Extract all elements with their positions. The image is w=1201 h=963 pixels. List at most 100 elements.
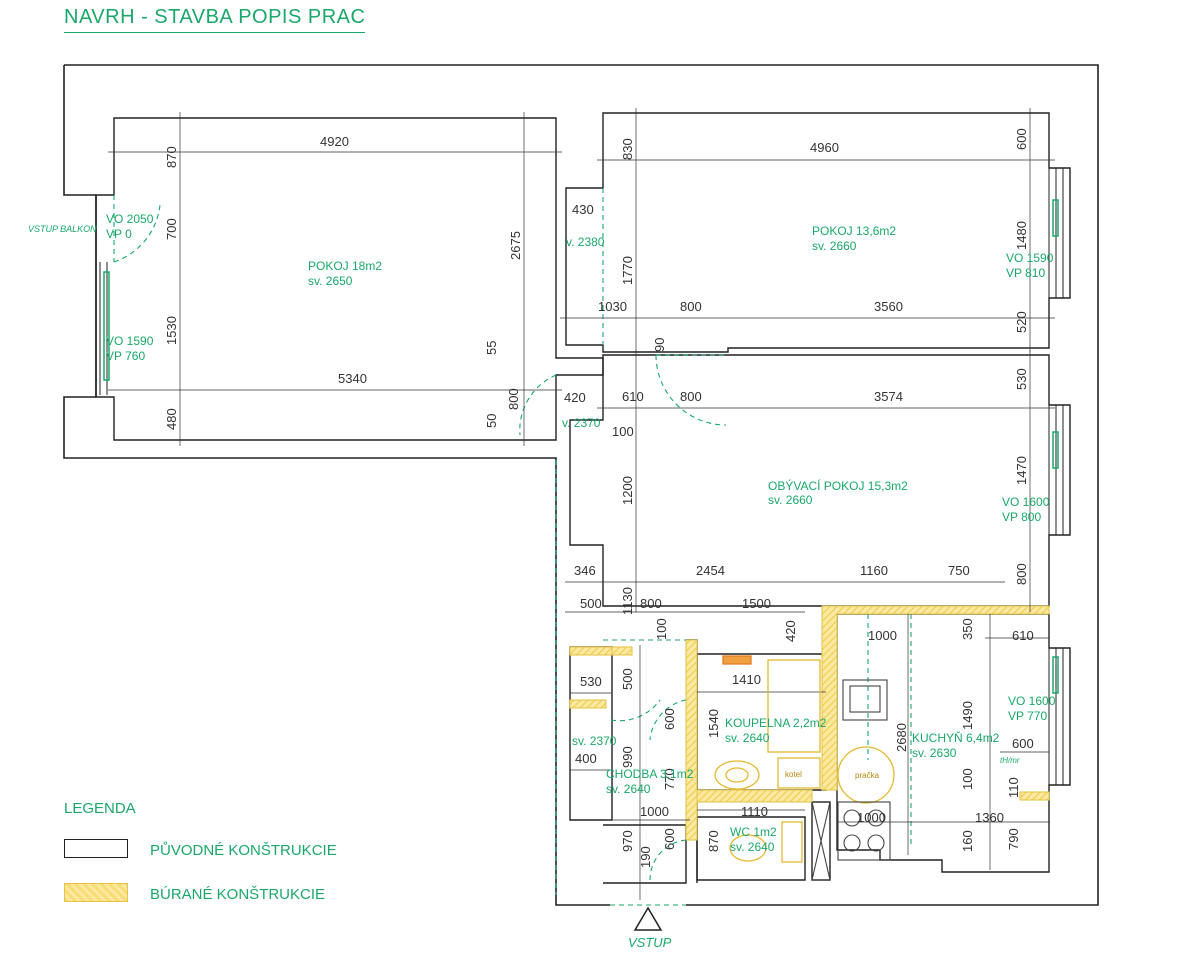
svg-text:VP 770: VP 770 [1008, 709, 1047, 723]
svg-text:2680: 2680 [894, 723, 909, 752]
window-sills [103, 199, 1059, 694]
svg-text:100: 100 [654, 618, 669, 640]
boiler [777, 757, 821, 789]
washing-machine [837, 746, 895, 804]
wc-bowl [729, 834, 767, 862]
svg-text:v. 2370: v. 2370 [562, 416, 601, 430]
svg-text:50: 50 [484, 414, 499, 428]
legend-label-original: PŮVODNÉ KONŠTRUKCIE [150, 842, 337, 859]
page-title: NAVRH - STAVBA POPIS PRAC [64, 6, 366, 33]
svg-text:770: 770 [662, 768, 677, 790]
svg-text:1770: 1770 [620, 256, 635, 285]
svg-text:90: 90 [652, 338, 667, 352]
svg-text:pračka: pračka [855, 771, 880, 780]
svg-text:520: 520 [1014, 311, 1029, 333]
room-name-wc: WC 1m2 [730, 825, 777, 839]
svg-text:1130: 1130 [620, 587, 635, 615]
svg-text:VO 1590: VO 1590 [106, 334, 154, 348]
room-name-obyvaci: OBÝVACÍ POKOJ 15,3m2 [768, 478, 908, 493]
bathtub [767, 659, 821, 753]
sink [842, 679, 888, 721]
svg-text:1000: 1000 [868, 628, 897, 643]
outer-walls [63, 64, 1099, 906]
room-name-kuchyn: KUCHYŇ 6,4m2 [912, 730, 1000, 745]
svg-text:480: 480 [164, 408, 179, 430]
svg-text:2454: 2454 [696, 563, 725, 578]
svg-text:600: 600 [1012, 736, 1034, 751]
svg-text:350: 350 [960, 618, 975, 640]
svg-text:800: 800 [1014, 563, 1029, 585]
dimension-labels: 4920 870 700 1530 480 2675 5340 55 50 80… [164, 128, 1034, 868]
entry-arrow-icon [633, 906, 663, 931]
svg-text:530: 530 [1014, 368, 1029, 390]
radiator [722, 655, 752, 665]
svg-text:800: 800 [506, 388, 521, 410]
svg-text:kotel: kotel [785, 770, 802, 779]
svg-text:1410: 1410 [732, 672, 761, 687]
room-height-kuchyn: sv. 2630 [912, 746, 957, 760]
demolished-walls [569, 605, 1050, 841]
svg-text:3574: 3574 [874, 389, 903, 404]
room-height-obyvaci: sv. 2660 [768, 493, 813, 507]
kitchen-tall-unit [811, 801, 831, 881]
cooktop [837, 801, 891, 861]
svg-text:800: 800 [640, 596, 662, 611]
svg-text:4920: 4920 [320, 134, 349, 149]
svg-text:3560: 3560 [874, 299, 903, 314]
washbasin [714, 760, 760, 790]
svg-text:1360: 1360 [975, 810, 1004, 825]
demolished-wall-kitchen [821, 605, 1050, 791]
svg-text:VP 800: VP 800 [1002, 510, 1041, 524]
legend-label-demolished: BÚRANÉ KONŠTRUKCIE [150, 886, 326, 903]
svg-text:346: 346 [574, 563, 596, 578]
svg-text:1000: 1000 [857, 810, 886, 825]
svg-text:160: 160 [960, 830, 975, 852]
svg-text:VP 0: VP 0 [106, 227, 132, 241]
kitchen-appliances [811, 679, 891, 881]
windows [99, 168, 1064, 785]
entry-label: VSTUP [628, 935, 672, 950]
room-height-pokoj-18: sv. 2650 [308, 274, 353, 288]
svg-text:870: 870 [164, 146, 179, 168]
room-name-chodba: CHODBA 3,1m2 [606, 767, 694, 781]
room-height-koupelna: sv. 2640 [725, 731, 770, 745]
svg-text:800: 800 [680, 299, 702, 314]
svg-text:430: 430 [572, 202, 594, 217]
svg-text:610: 610 [622, 389, 644, 404]
room-outlines [95, 112, 1071, 884]
svg-text:970: 970 [620, 830, 635, 852]
svg-text:2675: 2675 [508, 231, 523, 260]
fixture-labels: kotel pračka tH/mr [785, 756, 1020, 780]
svg-text:600: 600 [662, 828, 677, 850]
svg-text:VP 810: VP 810 [1006, 266, 1045, 280]
svg-text:600: 600 [1014, 128, 1029, 150]
svg-text:500: 500 [620, 668, 635, 690]
svg-text:5340: 5340 [338, 371, 367, 386]
svg-text:VO 1590: VO 1590 [1006, 251, 1054, 265]
svg-text:190: 190 [638, 846, 653, 868]
svg-text:1480: 1480 [1014, 221, 1029, 250]
svg-text:VO 1600: VO 1600 [1002, 495, 1050, 509]
svg-text:1000: 1000 [640, 804, 669, 819]
svg-text:4960: 4960 [810, 140, 839, 155]
svg-text:1470: 1470 [1014, 456, 1029, 485]
svg-text:VP 760: VP 760 [106, 349, 145, 363]
svg-text:750: 750 [948, 563, 970, 578]
svg-text:1110: 1110 [741, 804, 768, 819]
svg-text:tH/mr: tH/mr [1000, 756, 1020, 765]
legend-title: LEGENDA [64, 800, 136, 817]
svg-text:1500: 1500 [742, 596, 771, 611]
room-name-koupelna: KOUPELNA 2,2m2 [725, 716, 827, 730]
legend-swatch-demolished [64, 883, 128, 902]
svg-text:100: 100 [960, 768, 975, 790]
svg-text:100: 100 [612, 424, 634, 439]
svg-text:VO 2050: VO 2050 [106, 212, 154, 226]
svg-text:870: 870 [706, 830, 721, 852]
svg-text:1030: 1030 [598, 299, 627, 314]
svg-text:VO 1600: VO 1600 [1008, 694, 1056, 708]
svg-text:1160: 1160 [860, 563, 888, 578]
svg-text:790: 790 [1006, 828, 1021, 850]
room-labels: POKOJ 18m2 sv. 2650 POKOJ 13,6m2 sv. 266… [28, 212, 1056, 854]
balcony-entry-label: VSTUP BALKON [28, 224, 97, 234]
